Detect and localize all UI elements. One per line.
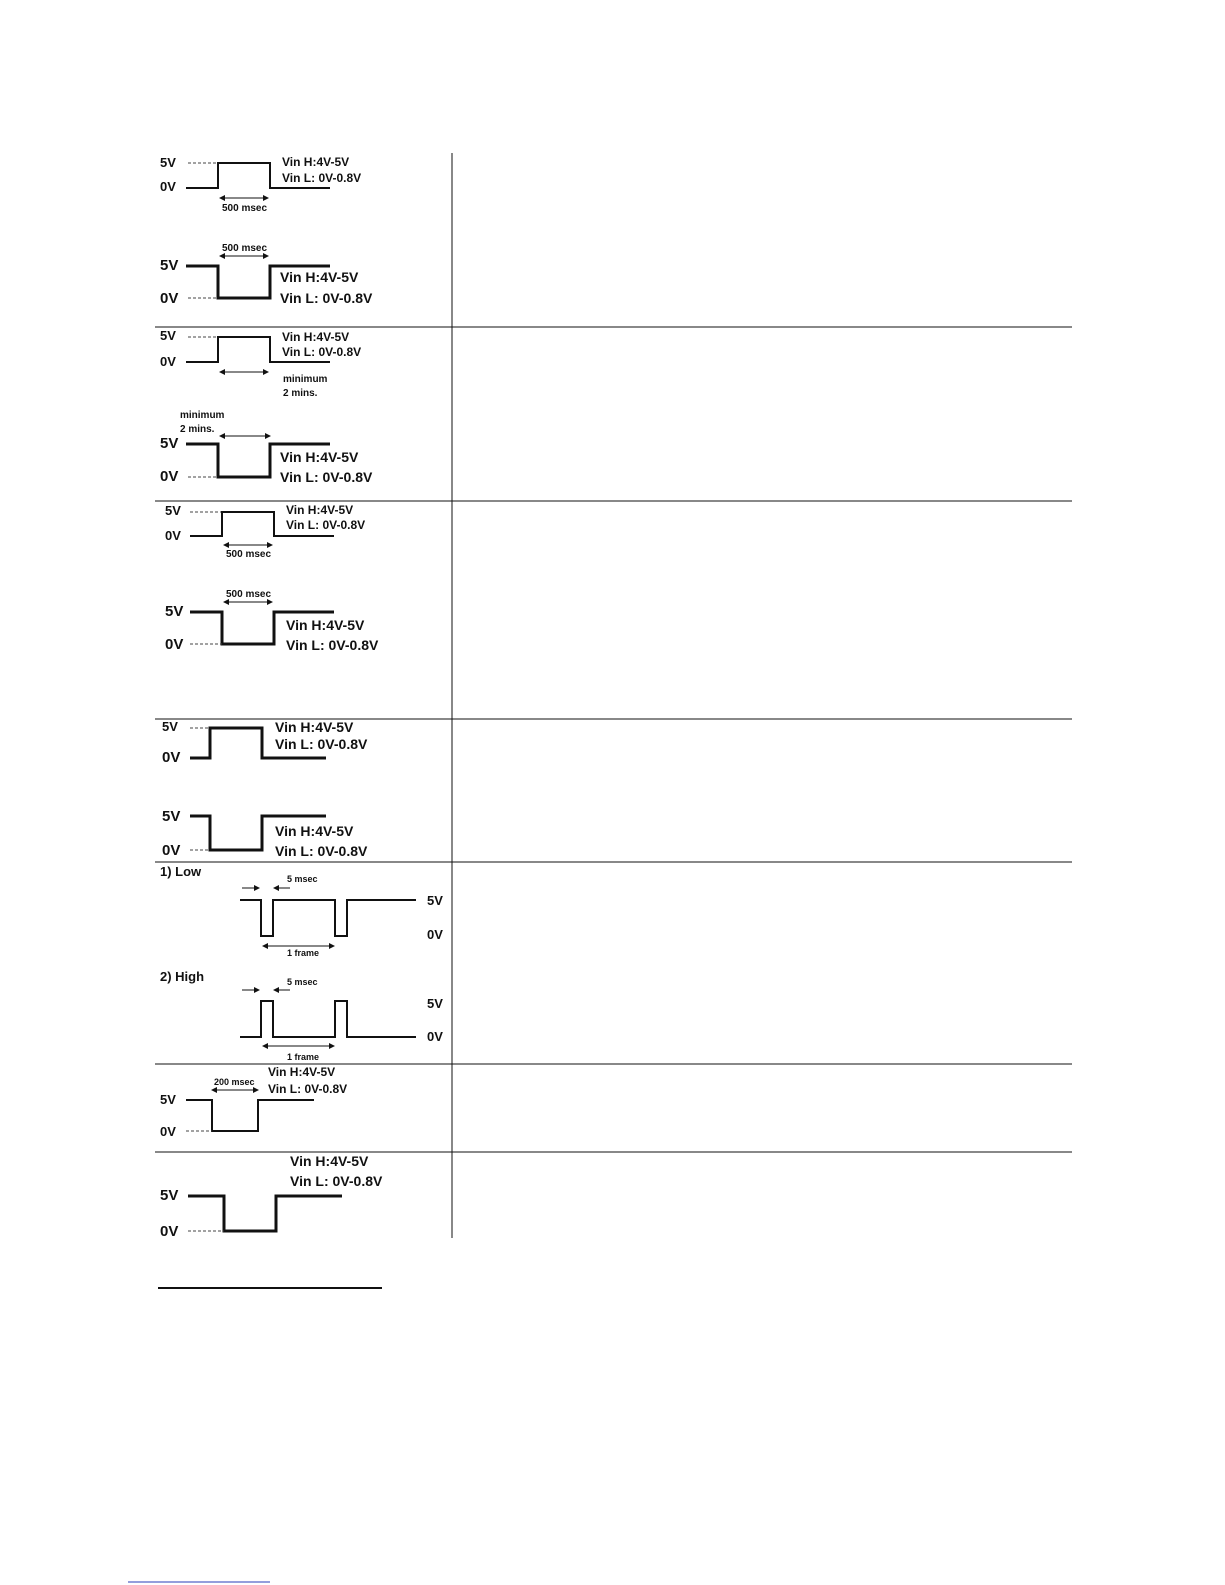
label-0v: 0V [427, 1029, 443, 1044]
vin-low-label: Vin L: 0V-0.8V [280, 290, 373, 306]
label-0v: 0V [160, 1223, 178, 1240]
vin-low-label: Vin L: 0V-0.8V [275, 843, 368, 859]
vin-high-label: Vin H:4V-5V [275, 823, 354, 839]
vin-high-label: Vin H:4V-5V [286, 617, 365, 633]
minimum-label: minimum [283, 374, 328, 385]
vin-high-label: Vin H:4V-5V [282, 155, 349, 169]
label-5v: 5V [165, 603, 183, 620]
label-5v: 5V [165, 503, 181, 518]
label-0v: 0V [160, 468, 178, 485]
vin-high-label: Vin H:4V-5V [282, 330, 349, 344]
vin-high-label: Vin H:4V-5V [268, 1065, 335, 1079]
row-7-waveforms: Vin H:4V-5V Vin L: 0V-0.8V 5V 0V [160, 1153, 383, 1240]
row-2-waveforms: 5V 0V Vin H:4V-5V Vin L: 0V-0.8V minimum… [160, 328, 373, 485]
vin-high-label: Vin H:4V-5V [280, 269, 359, 285]
vin-high-label: Vin H:4V-5V [275, 719, 354, 735]
vin-high-label: Vin H:4V-5V [290, 1153, 369, 1169]
row-6-waveforms: Vin H:4V-5V Vin L: 0V-0.8V 200 msec 5V 0… [160, 1065, 347, 1139]
label-5v: 5V [162, 808, 180, 825]
vin-low-label: Vin L: 0V-0.8V [286, 637, 379, 653]
row-5-waveforms: 1) Low 5 msec 5V 0V 1 frame 2) High 5 ms… [160, 864, 443, 1062]
vin-low-label: Vin L: 0V-0.8V [290, 1173, 383, 1189]
high-label: 2) High [160, 969, 204, 984]
duration-label: 500 msec [222, 243, 267, 254]
label-5v: 5V [160, 257, 178, 274]
table-grid [155, 153, 1072, 1238]
label-5v: 5V [160, 435, 178, 452]
duration-label: 5 msec [287, 977, 318, 987]
duration-label: 500 msec [222, 203, 267, 214]
label-5v: 5V [427, 893, 443, 908]
vin-low-label: Vin L: 0V-0.8V [268, 1082, 347, 1096]
vin-high-label: Vin H:4V-5V [280, 449, 359, 465]
duration-label: 200 msec [214, 1077, 255, 1087]
label-5v: 5V [160, 1187, 178, 1204]
vin-high-label: Vin H:4V-5V [286, 503, 353, 517]
minimum-label: minimum [180, 410, 225, 421]
row-1-waveforms: 5V 0V Vin H:4V-5V Vin L: 0V-0.8V 500 mse… [160, 155, 373, 307]
label-5v: 5V [160, 328, 176, 343]
label-0v: 0V [427, 927, 443, 942]
label-0v: 0V [160, 354, 176, 369]
vin-low-label: Vin L: 0V-0.8V [280, 469, 373, 485]
label-0v: 0V [160, 290, 178, 307]
row-4-waveforms: 5V 0V Vin H:4V-5V Vin L: 0V-0.8V 5V 0V V… [162, 719, 368, 859]
duration-label: 500 msec [226, 589, 271, 600]
vin-low-label: Vin L: 0V-0.8V [286, 518, 365, 532]
label-0v: 0V [160, 179, 176, 194]
frame-label: 1 frame [287, 948, 319, 958]
label-0v: 0V [165, 528, 181, 543]
label-0v: 0V [162, 749, 180, 766]
low-label: 1) Low [160, 864, 202, 879]
label-5v: 5V [160, 155, 176, 170]
label-5v: 5V [160, 1092, 176, 1107]
label-5v: 5V [427, 996, 443, 1011]
duration-label: 500 msec [226, 549, 271, 560]
frame-label: 1 frame [287, 1052, 319, 1062]
label-5v: 5V [162, 719, 178, 734]
duration-label: 2 mins. [283, 388, 318, 399]
vin-low-label: Vin L: 0V-0.8V [282, 171, 361, 185]
row-3-waveforms: 5V 0V Vin H:4V-5V Vin L: 0V-0.8V 500 mse… [165, 503, 379, 653]
label-0v: 0V [165, 636, 183, 653]
vin-low-label: Vin L: 0V-0.8V [275, 736, 368, 752]
label-0v: 0V [162, 842, 180, 859]
duration-label: 2 mins. [180, 424, 215, 435]
label-0v: 0V [160, 1124, 176, 1139]
duration-label: 5 msec [287, 874, 318, 884]
vin-low-label: Vin L: 0V-0.8V [282, 345, 361, 359]
